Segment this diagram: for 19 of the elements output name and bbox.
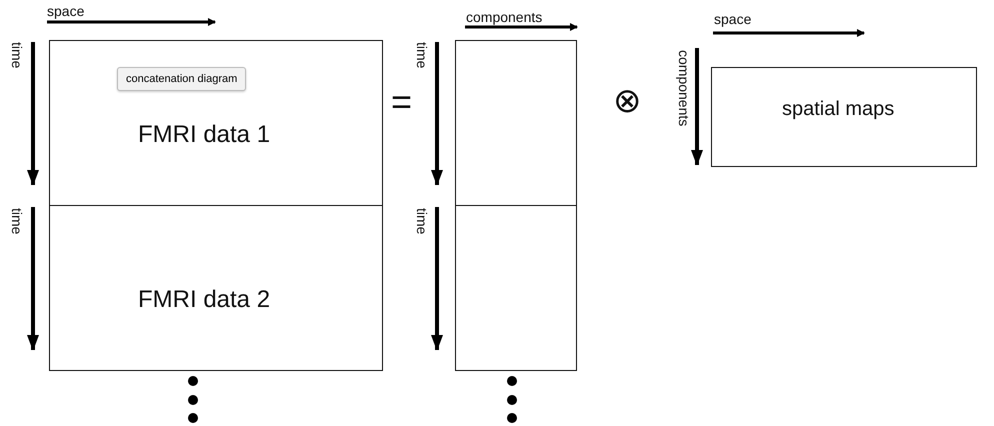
matrix-label: FMRI data 2 [138,286,270,314]
axis-label: time [10,42,24,68]
matrix-label: spatial maps [782,98,894,121]
tooltip-tag: concatenation diagram [117,67,246,91]
axis-label: components [677,50,691,126]
matrix-label: FMRI data 1 [138,121,270,149]
axis-label: space [714,12,752,26]
matrix-box [455,205,577,371]
axis-label: time [415,208,429,234]
axis-label: time [10,208,24,234]
matrix-box [49,205,383,371]
axis-label: components [466,10,542,24]
equals-sign: = [391,84,412,120]
axis-label: time [415,42,429,68]
axis-label: space [47,4,84,18]
matrix-box [711,67,977,167]
matrix-box [455,40,577,206]
matrix-box [49,40,383,206]
tensor-product-symbol: ⊗ [613,84,641,118]
